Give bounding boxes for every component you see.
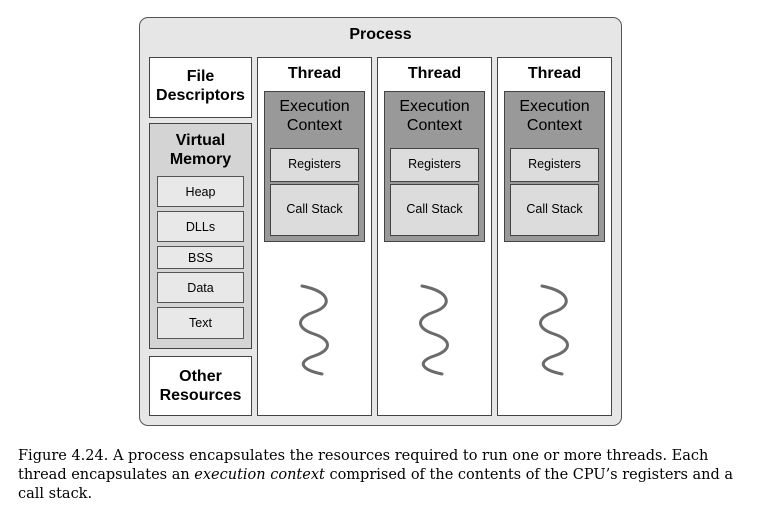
memory-segment-data: Data <box>157 272 244 303</box>
figure-caption: Figure 4.24. A process encapsulates the … <box>18 447 753 504</box>
call-stack-box <box>390 184 479 236</box>
registers-box <box>270 148 359 182</box>
registers-label: Registers <box>288 157 341 171</box>
execution-context-label-2: Context <box>406 117 463 134</box>
memory-segment-heap: Heap <box>157 176 244 207</box>
virtual-memory-label-2: Memory <box>169 151 232 168</box>
execution-context-label-2: Context <box>286 117 343 134</box>
execution-context-label-1: Execution <box>519 98 590 115</box>
thread-title: Thread <box>527 65 582 82</box>
caption-emphasis: execution context <box>194 467 325 483</box>
other-resources-label-1: Other <box>179 368 222 385</box>
memory-segment-dlls: DLLs <box>157 211 244 242</box>
virtual-memory-label-1: Virtual <box>175 132 226 149</box>
thread-squiggle-icon <box>419 284 449 376</box>
call-stack-label: Call Stack <box>406 202 463 216</box>
caption-text-prefix: Figure 4.24. A process encapsulates the … <box>18 448 709 483</box>
registers-box <box>390 148 479 182</box>
file-descriptors-label-2: Descriptors <box>156 87 245 104</box>
thread-squiggle-icon <box>539 284 569 376</box>
other-resources-box <box>149 356 252 416</box>
process-title: Process <box>349 26 412 43</box>
call-stack-box <box>510 184 599 236</box>
other-resources-label-2: Resources <box>159 387 242 404</box>
execution-context-label-1: Execution <box>399 98 470 115</box>
thread-squiggle-icon <box>299 284 329 376</box>
registers-box <box>510 148 599 182</box>
call-stack-box <box>270 184 359 236</box>
call-stack-label: Call Stack <box>286 202 343 216</box>
file-descriptors-box <box>149 57 252 118</box>
caption-text-suffix: comprised of the contents of the CPU’s r… <box>18 467 734 502</box>
thread-title: Thread <box>287 65 342 82</box>
call-stack-label: Call Stack <box>526 202 583 216</box>
memory-segment-bss: BSS <box>157 246 244 269</box>
execution-context-label-2: Context <box>526 117 583 134</box>
file-descriptors-label-1: File <box>186 68 215 85</box>
memory-segment-text: Text <box>157 307 244 339</box>
registers-label: Registers <box>408 157 461 171</box>
registers-label: Registers <box>528 157 581 171</box>
execution-context-label-1: Execution <box>279 98 350 115</box>
thread-title: Thread <box>407 65 462 82</box>
